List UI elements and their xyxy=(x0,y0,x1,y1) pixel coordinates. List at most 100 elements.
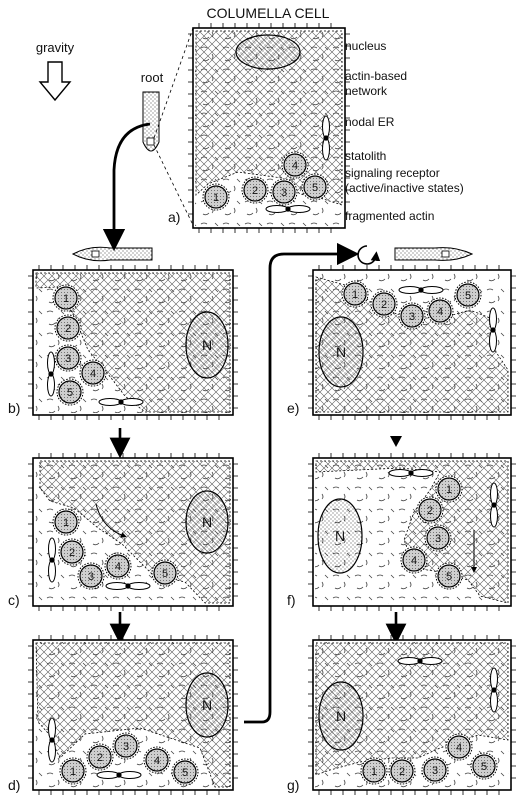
nodal-er xyxy=(105,582,151,590)
transfer-path-arrow xyxy=(244,242,360,724)
cell-wall-ticks xyxy=(28,635,238,795)
statolith-number: 5 xyxy=(312,182,318,194)
statolith: 3 xyxy=(54,344,82,372)
statolith-label: statolith xyxy=(345,149,386,163)
statolith-number: 1 xyxy=(63,293,69,305)
statolith-number: 3 xyxy=(88,571,94,583)
actin-network-label: network xyxy=(345,84,388,98)
nucleus xyxy=(185,311,229,379)
statolith-number: 5 xyxy=(446,571,452,583)
statolith-number: 1 xyxy=(70,766,76,778)
statolith-number: 5 xyxy=(162,568,168,580)
nucleus-letter: N xyxy=(335,528,345,544)
nucleus xyxy=(318,316,364,388)
statolith-number: 2 xyxy=(252,185,258,197)
nucleus-label: nucleus xyxy=(345,39,386,53)
nucleus xyxy=(318,681,364,751)
statolith-number: 4 xyxy=(437,306,443,318)
figure-title: COLUMELLA CELL xyxy=(207,5,330,21)
statolith: 3 xyxy=(398,302,426,330)
statolith: 4 xyxy=(143,746,171,774)
horizontal-root xyxy=(394,247,474,261)
statolith: 4 xyxy=(79,359,107,387)
nodal-er xyxy=(398,286,444,294)
actin-network-label: actin-based xyxy=(345,69,407,83)
statolith: 3 xyxy=(77,562,105,590)
cell-wall-ticks xyxy=(308,265,516,420)
panel-label: b) xyxy=(8,400,20,416)
nodal-er xyxy=(397,657,443,665)
statolith: 5 xyxy=(171,758,199,786)
statolith: 2 xyxy=(241,176,269,204)
panel-label: f) xyxy=(287,592,296,608)
actin-network xyxy=(35,642,231,788)
statolith: 2 xyxy=(54,314,82,342)
statolith-number: 4 xyxy=(292,160,298,172)
statolith: 2 xyxy=(370,290,398,318)
cell-wall-ticks xyxy=(28,453,238,611)
statolith: 2 xyxy=(416,496,444,524)
panel-b: N 1 2 3 45 b) xyxy=(8,265,238,420)
nucleus xyxy=(185,490,229,554)
nucleus-letter: N xyxy=(202,514,212,530)
nodal-er xyxy=(490,667,498,713)
zoom-line xyxy=(153,27,194,139)
statolith: 1 xyxy=(341,280,369,308)
statolith: 3 xyxy=(270,178,298,206)
panel-label: e) xyxy=(287,400,299,416)
nodal-er xyxy=(96,771,142,779)
nodal-er xyxy=(489,307,497,353)
cell-wall-ticks xyxy=(28,265,238,420)
statolith-number: 5 xyxy=(465,290,471,302)
statolith-number: 4 xyxy=(90,368,96,380)
statolith-number: 4 xyxy=(154,755,160,767)
statolith: 5 xyxy=(435,562,463,590)
cell-wall-ticks xyxy=(308,635,516,795)
statolith-number: 3 xyxy=(123,741,129,753)
statolith: 4 xyxy=(104,552,132,580)
root-cell-marker xyxy=(146,137,155,146)
statolith: 5 xyxy=(454,281,482,309)
statolith: 5 xyxy=(56,378,84,406)
statolith: 4 xyxy=(281,151,309,179)
signaling-receptor-label: signaling receptor xyxy=(345,166,440,180)
nucleus xyxy=(235,34,301,70)
nodal-er xyxy=(265,205,311,213)
nodal-er-label: nodal ER xyxy=(345,115,395,129)
statolith: 4 xyxy=(426,297,454,325)
statolith-number: 2 xyxy=(399,766,405,778)
nodal-er xyxy=(388,469,434,477)
cell-wall-ticks xyxy=(308,453,516,611)
statolith: 3 xyxy=(112,732,140,760)
root-cell-marker xyxy=(441,250,450,258)
statolith-number: 3 xyxy=(281,187,287,199)
signaling-receptor-label: (active/inactive states) xyxy=(345,181,464,195)
nodal-er xyxy=(48,537,56,583)
rotate-arrow-icon xyxy=(357,245,381,265)
statolith: 5 xyxy=(301,173,329,201)
nucleus xyxy=(185,672,229,738)
root-cell-marker xyxy=(91,250,100,258)
statolith-number: 3 xyxy=(432,765,438,777)
statolith-number: 3 xyxy=(435,533,441,545)
statolith-number: 5 xyxy=(182,767,188,779)
nucleus-letter: N xyxy=(202,337,212,353)
statolith-number: 2 xyxy=(65,323,71,335)
panel-label: d) xyxy=(8,777,20,793)
statolith: 1 xyxy=(202,183,230,211)
nodal-er xyxy=(322,115,330,161)
statolith: 3 xyxy=(424,524,452,552)
nucleus-letter: N xyxy=(202,697,212,713)
nodal-er xyxy=(48,717,56,763)
statolith: 1 xyxy=(52,508,80,536)
statolith: 2 xyxy=(58,538,86,566)
statolith-number: 1 xyxy=(371,766,377,778)
statolith-number: 3 xyxy=(65,353,71,365)
statolith: 1 xyxy=(360,757,388,785)
statolith: 5 xyxy=(151,559,179,587)
statolith: 1 xyxy=(52,284,80,312)
root-label: root xyxy=(141,70,164,85)
